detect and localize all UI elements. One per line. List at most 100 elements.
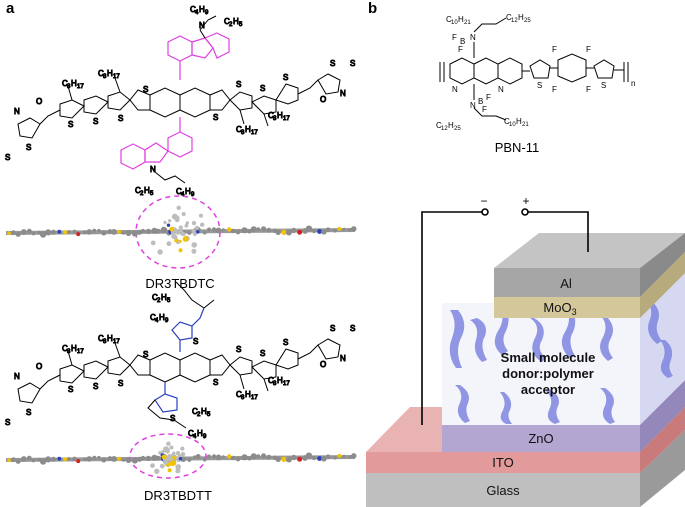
svg-text:S: S (213, 378, 218, 387)
dr3tbdtc-atom (325, 227, 331, 232)
svg-text:8: 8 (67, 349, 71, 355)
svg-text:F: F (458, 45, 463, 54)
dr3tbdtc-side-atom (172, 235, 178, 240)
dr3tbdtc-atom (348, 228, 352, 232)
dr3tbdtc-atom (351, 226, 357, 232)
c10h21-bottom-label: C 10 H 21 (504, 117, 529, 128)
dr3tbdtt-atom (291, 454, 297, 461)
bdt-core (129, 87, 231, 118)
dr3tbdtt-atom (195, 454, 201, 459)
c10h21-top-label: C 10 H 21 (446, 15, 471, 26)
svg-text:S: S (601, 81, 606, 90)
svg-text:O: O (36, 362, 42, 371)
svg-text:n: n (631, 79, 635, 88)
dr3tbdtt-atom (275, 456, 281, 462)
svg-text:H: H (245, 390, 251, 399)
dr3tbdtc-atom (155, 228, 161, 234)
dr3tbdtt-atom (63, 457, 67, 462)
dr3tbdtc-side-atom (191, 242, 197, 248)
svg-text:8: 8 (67, 84, 71, 90)
dr3tbdtt-atom (202, 457, 207, 462)
svg-text:C: C (188, 429, 194, 438)
svg-text:S: S (236, 80, 241, 89)
dr3tbdtc-side-atom (178, 227, 183, 233)
moo3-side (640, 252, 685, 318)
svg-text:S: S (330, 59, 335, 68)
dr3tbdtt-atom (72, 456, 77, 461)
dr3tbdtc-side-atom (157, 249, 163, 255)
dr3tbdtt-label: DR3TBDTT (144, 488, 212, 503)
dr3tbdtt-atom (221, 455, 225, 459)
svg-text:2: 2 (157, 298, 161, 304)
svg-text:O: O (320, 95, 326, 104)
molecule-dr3tbdtt-structure: S C 4 H 9 C 2 H 5 S S S (5, 281, 356, 441)
c8h17-left-2: C 8 H 17 (62, 79, 85, 91)
dr3tbdtc-atom (207, 227, 211, 232)
dr3tbdtt-atom (45, 456, 52, 463)
dr3tbdtc-atom (45, 229, 52, 236)
layer-label-moo3: MoO3 (543, 300, 576, 317)
dr3tbdtc-atom (227, 227, 232, 232)
dr3tbdtc-atom (266, 227, 272, 233)
active-pattern (449, 300, 673, 424)
dr3tbdtc-atom (305, 225, 313, 232)
svg-text:2: 2 (140, 191, 144, 197)
dr3tbdtt-atom (137, 456, 142, 462)
dr3tbdtc-side-atom (176, 205, 181, 210)
svg-text:F: F (482, 105, 487, 114)
dr3tbdtc-side-atom (196, 230, 200, 234)
svg-text:12: 12 (441, 126, 448, 132)
svg-text:N: N (470, 33, 476, 42)
svg-text:C: C (62, 344, 68, 353)
glass-side (640, 430, 685, 507)
svg-text:C: C (268, 376, 274, 385)
svg-text:17: 17 (283, 381, 290, 387)
zno-front (442, 425, 640, 452)
dr3tbdtc-atom (92, 228, 97, 233)
dr3tbdtt-atom (337, 453, 342, 458)
svg-text:H: H (199, 5, 205, 14)
svg-text:17: 17 (113, 339, 120, 345)
svg-text:C: C (176, 187, 182, 196)
dr3tbdtt-atom (215, 454, 222, 461)
dr3tbdtt-atom (57, 456, 62, 461)
dr3tbdtc-atom (31, 231, 36, 236)
svg-text:N: N (452, 85, 458, 94)
dr3tbdtt-atom (256, 454, 261, 458)
dr3tbdtt-atom (7, 458, 11, 463)
svg-text:C: C (150, 313, 156, 322)
svg-text:8: 8 (103, 339, 107, 345)
dr3tbdtc-atom (333, 229, 337, 233)
svg-text:S: S (260, 349, 265, 358)
dr3tbdtt-atom (348, 455, 352, 459)
layer-label-al: Al (560, 276, 572, 291)
dr3tbdtt-side-atom (178, 457, 183, 461)
dr3tbdtt-atom (20, 456, 27, 462)
left-arm-2 (17, 342, 131, 404)
svg-text:N: N (150, 165, 156, 174)
c12h25-bottom-label: C 12 H 25 (436, 121, 461, 132)
dr3tbdtc-atom (20, 229, 27, 235)
svg-text:C: C (236, 125, 242, 134)
dr3tbdtc-side-atom (178, 239, 182, 243)
dr3tbdtc-atom (39, 231, 47, 238)
dr3tbdtc-atom (125, 230, 132, 236)
dr3tbdtt-atom (207, 454, 211, 459)
c4h9-top-label: C 4 H 9 (190, 5, 210, 17)
svg-text:B: B (478, 97, 483, 106)
thiophene-top (171, 307, 205, 352)
dr3tbdtt-atom (230, 455, 236, 461)
dr3tbdtt-atom (50, 456, 56, 462)
svg-text:H: H (161, 293, 167, 302)
c12h25-top-label: C 12 H 25 (506, 13, 531, 24)
dr3tbdtt-side-atom (180, 446, 185, 451)
dr3tbdtc-side-atom (176, 230, 181, 235)
dr3tbdtt-side-atom (175, 468, 181, 474)
ito-front (366, 452, 640, 473)
svg-text:25: 25 (454, 126, 461, 132)
dr3tbdtc-side-atom (163, 220, 167, 225)
panel-a-label: a (6, 0, 15, 17)
svg-text:2: 2 (197, 412, 201, 418)
dr3tbdtc-atom (86, 229, 92, 235)
